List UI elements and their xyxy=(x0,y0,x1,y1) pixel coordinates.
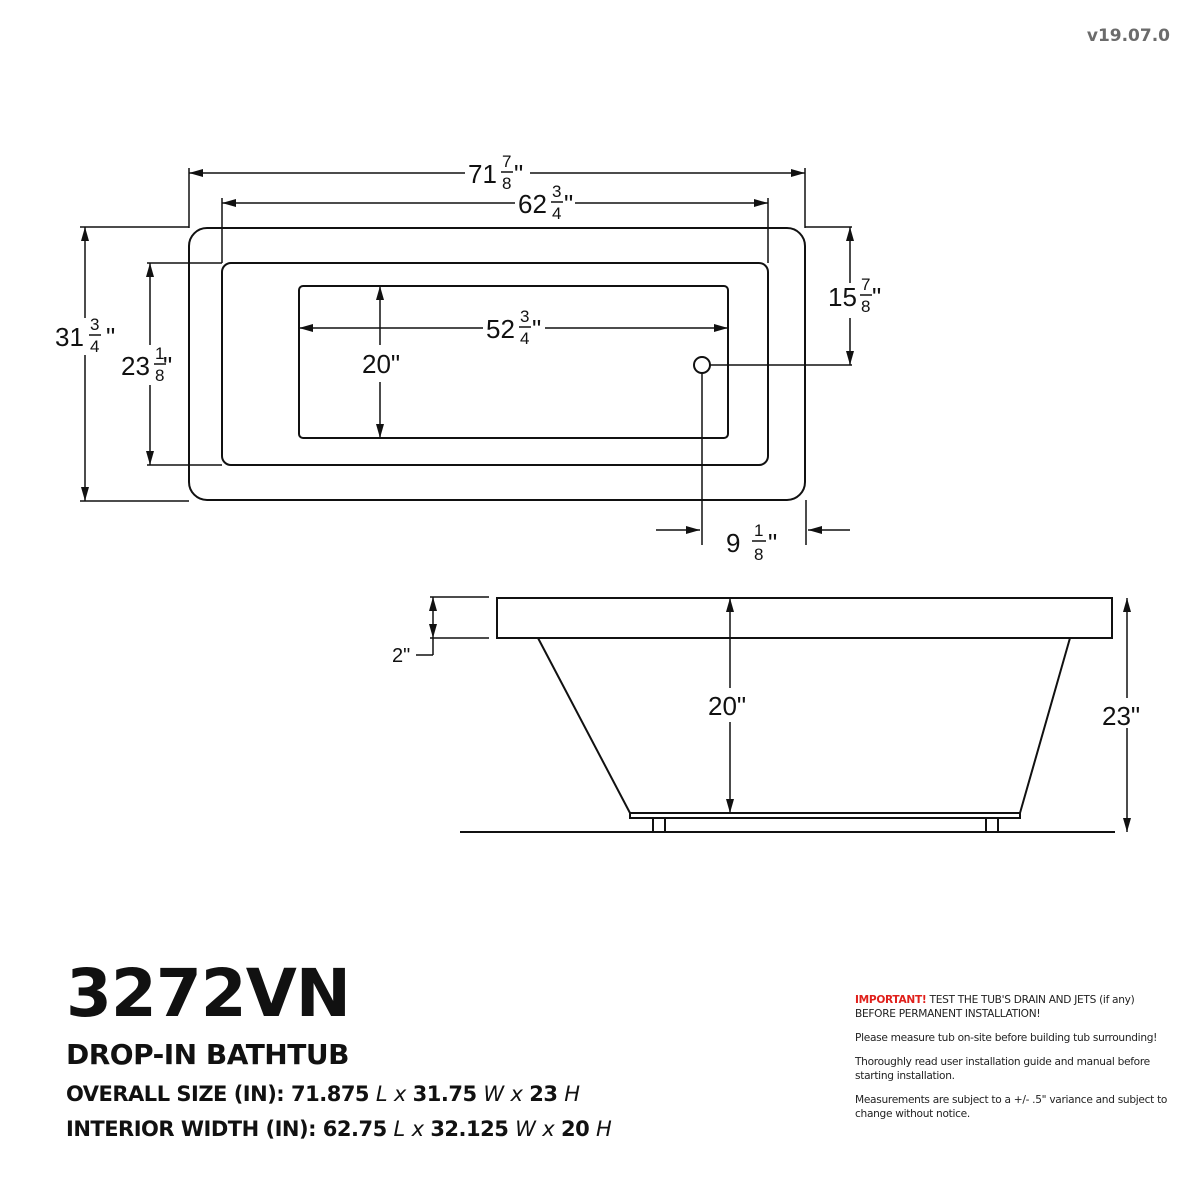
left-wall xyxy=(537,637,631,814)
interior-basin-outline xyxy=(221,262,769,466)
svg-text:4: 4 xyxy=(90,337,99,356)
floor-outline xyxy=(298,285,729,439)
dim-interior-length: 62 3 4 " xyxy=(518,182,573,223)
read-guide-note: Thoroughly read user installation guide … xyxy=(855,1056,1150,1082)
svg-text:4: 4 xyxy=(520,329,529,348)
svg-text:15: 15 xyxy=(828,282,857,312)
svg-text:": " xyxy=(532,314,541,344)
svg-text:": " xyxy=(564,189,573,219)
svg-text:23: 23 xyxy=(121,351,150,381)
svg-text:4: 4 xyxy=(552,204,561,223)
technical-drawing: 71 7 8 " 62 3 4 " 52 3 4 " 20" 31 3 4 " … xyxy=(55,152,1140,833)
side-view xyxy=(416,596,1131,833)
svg-text:": " xyxy=(768,528,777,558)
svg-text:31: 31 xyxy=(55,322,84,352)
interior-size-spec: INTERIOR WIDTH (IN): 62.75 L x 32.125 W … xyxy=(66,1117,612,1141)
measure-note: Please measure tub on-site before buildi… xyxy=(855,1032,1158,1044)
right-wall xyxy=(1019,637,1071,814)
svg-text:3: 3 xyxy=(520,307,529,326)
dim-interior-width: 23 1 8 " xyxy=(121,344,172,385)
installation-notes: IMPORTANT! TEST THE TUB'S DRAIN AND JETS… xyxy=(855,993,1175,1131)
svg-text:8: 8 xyxy=(502,174,511,193)
svg-text:3: 3 xyxy=(90,315,99,334)
variance-note: Measurements are subject to a +/- .5" va… xyxy=(855,1094,1168,1120)
svg-text:8: 8 xyxy=(155,366,164,385)
svg-text:7: 7 xyxy=(502,152,511,171)
dim-floor-length: 52 3 4 " xyxy=(486,307,541,348)
svg-text:8: 8 xyxy=(754,545,763,564)
dim-overall-length: 71 7 8 " xyxy=(468,152,523,193)
svg-text:62: 62 xyxy=(518,189,547,219)
important-note: IMPORTANT! TEST THE TUB'S DRAIN AND JETS… xyxy=(855,994,1135,1020)
svg-text:": " xyxy=(514,159,523,189)
dim-drain-from-end: 9 1 8 " xyxy=(726,521,777,564)
dim-interior-depth: 20" xyxy=(708,691,746,721)
model-number: 3272VN xyxy=(66,955,351,1032)
top-view xyxy=(80,168,854,545)
svg-text:": " xyxy=(872,282,881,312)
svg-text:1: 1 xyxy=(754,521,763,540)
dim-rim-thickness: 2" xyxy=(392,645,410,667)
dim-drain-from-side: 15 7 8 " xyxy=(828,275,881,316)
base-plate xyxy=(629,812,1021,819)
dim-overall-width: 31 3 4 " xyxy=(55,315,115,356)
svg-text:": " xyxy=(106,322,115,352)
rim-profile xyxy=(496,597,1113,639)
svg-text:52: 52 xyxy=(486,314,515,344)
dim-floor-width: 20" xyxy=(362,349,400,379)
product-type: DROP-IN BATHTUB xyxy=(66,1038,349,1071)
drain-icon xyxy=(693,356,711,374)
version-label: v19.07.0 xyxy=(1086,26,1170,46)
svg-text:1: 1 xyxy=(155,344,164,363)
dim-overall-height: 23" xyxy=(1102,701,1140,731)
svg-text:7: 7 xyxy=(861,275,870,294)
svg-text:8: 8 xyxy=(861,297,870,316)
overall-size-spec: OVERALL SIZE (IN): 71.875 L x 31.75 W x … xyxy=(66,1082,580,1106)
svg-text:": " xyxy=(163,351,172,381)
svg-text:3: 3 xyxy=(552,182,561,201)
svg-text:9: 9 xyxy=(726,528,740,558)
outer-rim-outline xyxy=(188,227,806,501)
svg-text:71: 71 xyxy=(468,159,497,189)
